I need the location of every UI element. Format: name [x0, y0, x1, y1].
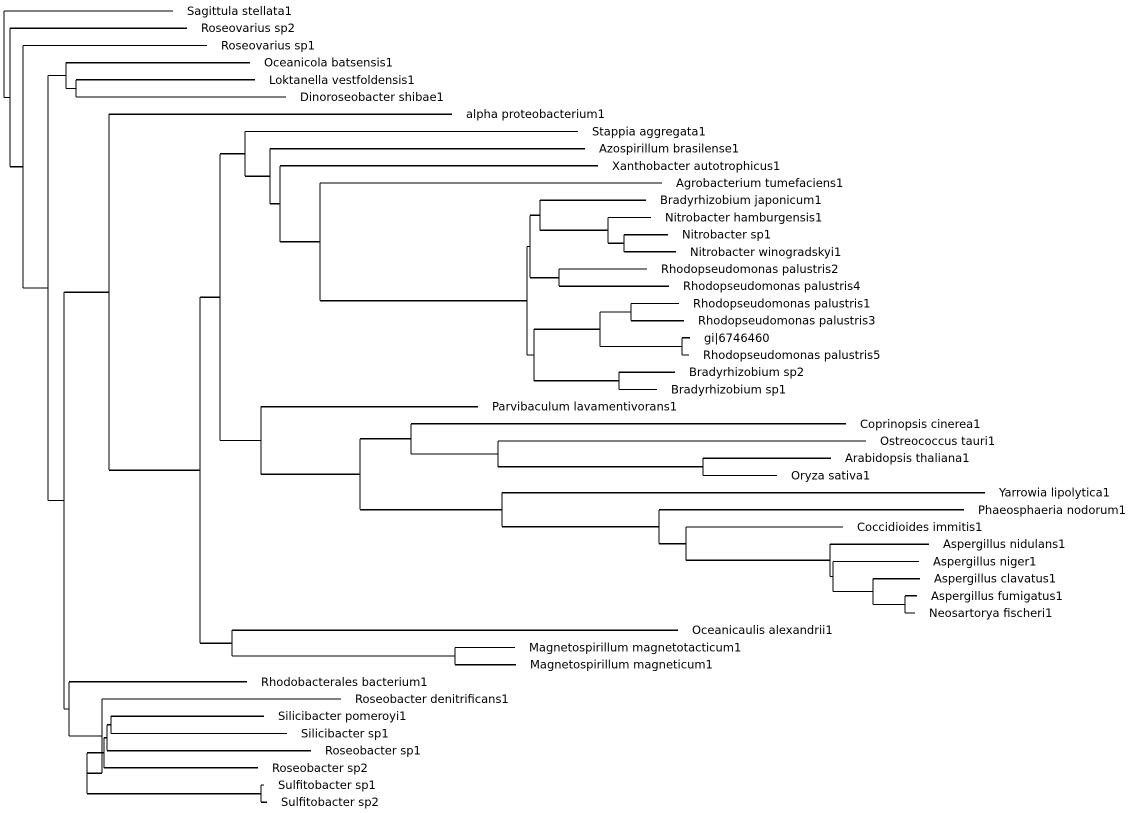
taxon-label: Azospirillum brasilense1	[599, 142, 739, 156]
taxon-label: gi|6746460	[704, 331, 770, 345]
taxon-label: Rhodopseudomonas palustris5	[703, 348, 880, 362]
taxon-label: Phaeosphaeria nodorum1	[978, 503, 1126, 517]
taxon-label: Nitrobacter winogradskyi1	[690, 245, 841, 259]
taxon-label: Rhodopseudomonas palustris2	[661, 262, 838, 276]
taxon-label: alpha proteobacterium1	[466, 107, 605, 121]
taxon-label: Magnetospirillum magneticum1	[530, 658, 713, 672]
taxon-label: Parvibaculum lavamentivorans1	[492, 400, 677, 414]
taxon-label: Yarrowia lipolytica1	[998, 486, 1110, 500]
taxon-label: Nitrobacter hamburgensis1	[665, 210, 822, 224]
taxon-label: Sagittula stellata1	[187, 4, 292, 18]
taxon-label: Aspergillus niger1	[933, 554, 1036, 568]
taxon-label: Bradyrhizobium japonicum1	[660, 193, 822, 207]
taxon-label: Oceanicaulis alexandrii1	[692, 623, 833, 637]
taxon-label: Roseovarius sp1	[221, 38, 315, 52]
taxon-label: Magnetospirillum magnetotacticum1	[529, 640, 741, 654]
taxon-label: Nitrobacter sp1	[682, 228, 771, 242]
taxon-label: Loktanella vestfoldensis1	[269, 73, 415, 87]
taxon-label: Stappia aggregata1	[592, 124, 706, 138]
taxon-label: Agrobacterium tumefaciens1	[676, 176, 843, 190]
taxon-label: Neosartorya fischeri1	[929, 606, 1052, 620]
taxon-label: Arabidopsis thaliana1	[845, 451, 970, 465]
taxon-label: Sulfitobacter sp1	[278, 778, 376, 792]
taxon-label: Roseobacter sp2	[272, 761, 368, 775]
taxon-label: Xanthobacter autotrophicus1	[612, 159, 780, 173]
taxon-label: Dinoroseobacter shibae1	[300, 90, 444, 104]
taxon-label: Silicibacter sp1	[301, 726, 389, 740]
taxon-label: Aspergillus clavatus1	[934, 572, 1056, 586]
taxon-label: Ostreococcus tauri1	[880, 434, 995, 448]
taxon-label: Oryza sativa1	[791, 468, 870, 482]
taxon-label: Bradyrhizobium sp2	[689, 365, 804, 379]
taxon-label: Silicibacter pomeroyi1	[278, 709, 406, 723]
taxon-label: Rhodopseudomonas palustris1	[693, 296, 870, 310]
taxon-label: Rhodopseudomonas palustris4	[683, 279, 860, 293]
taxon-label: Coprinopsis cinerea1	[860, 417, 981, 431]
taxon-label: Sulfitobacter sp2	[281, 795, 379, 809]
taxon-label: Rhodopseudomonas palustris3	[698, 314, 875, 328]
taxon-label: Rhodobacterales bacterium1	[261, 675, 428, 689]
taxon-label: Roseovarius sp2	[201, 21, 295, 35]
taxon-label: Bradyrhizobium sp1	[671, 382, 786, 396]
tree-branches	[3, 10, 985, 803]
taxon-label: Roseobacter denitrificans1	[355, 692, 509, 706]
taxon-label: Aspergillus nidulans1	[943, 537, 1066, 551]
taxon-label: Roseobacter sp1	[325, 744, 421, 758]
taxon-label: Coccidioides immitis1	[857, 520, 982, 534]
taxon-label: Aspergillus fumigatus1	[931, 589, 1063, 603]
taxon-label: Oceanicola batsensis1	[264, 56, 393, 70]
